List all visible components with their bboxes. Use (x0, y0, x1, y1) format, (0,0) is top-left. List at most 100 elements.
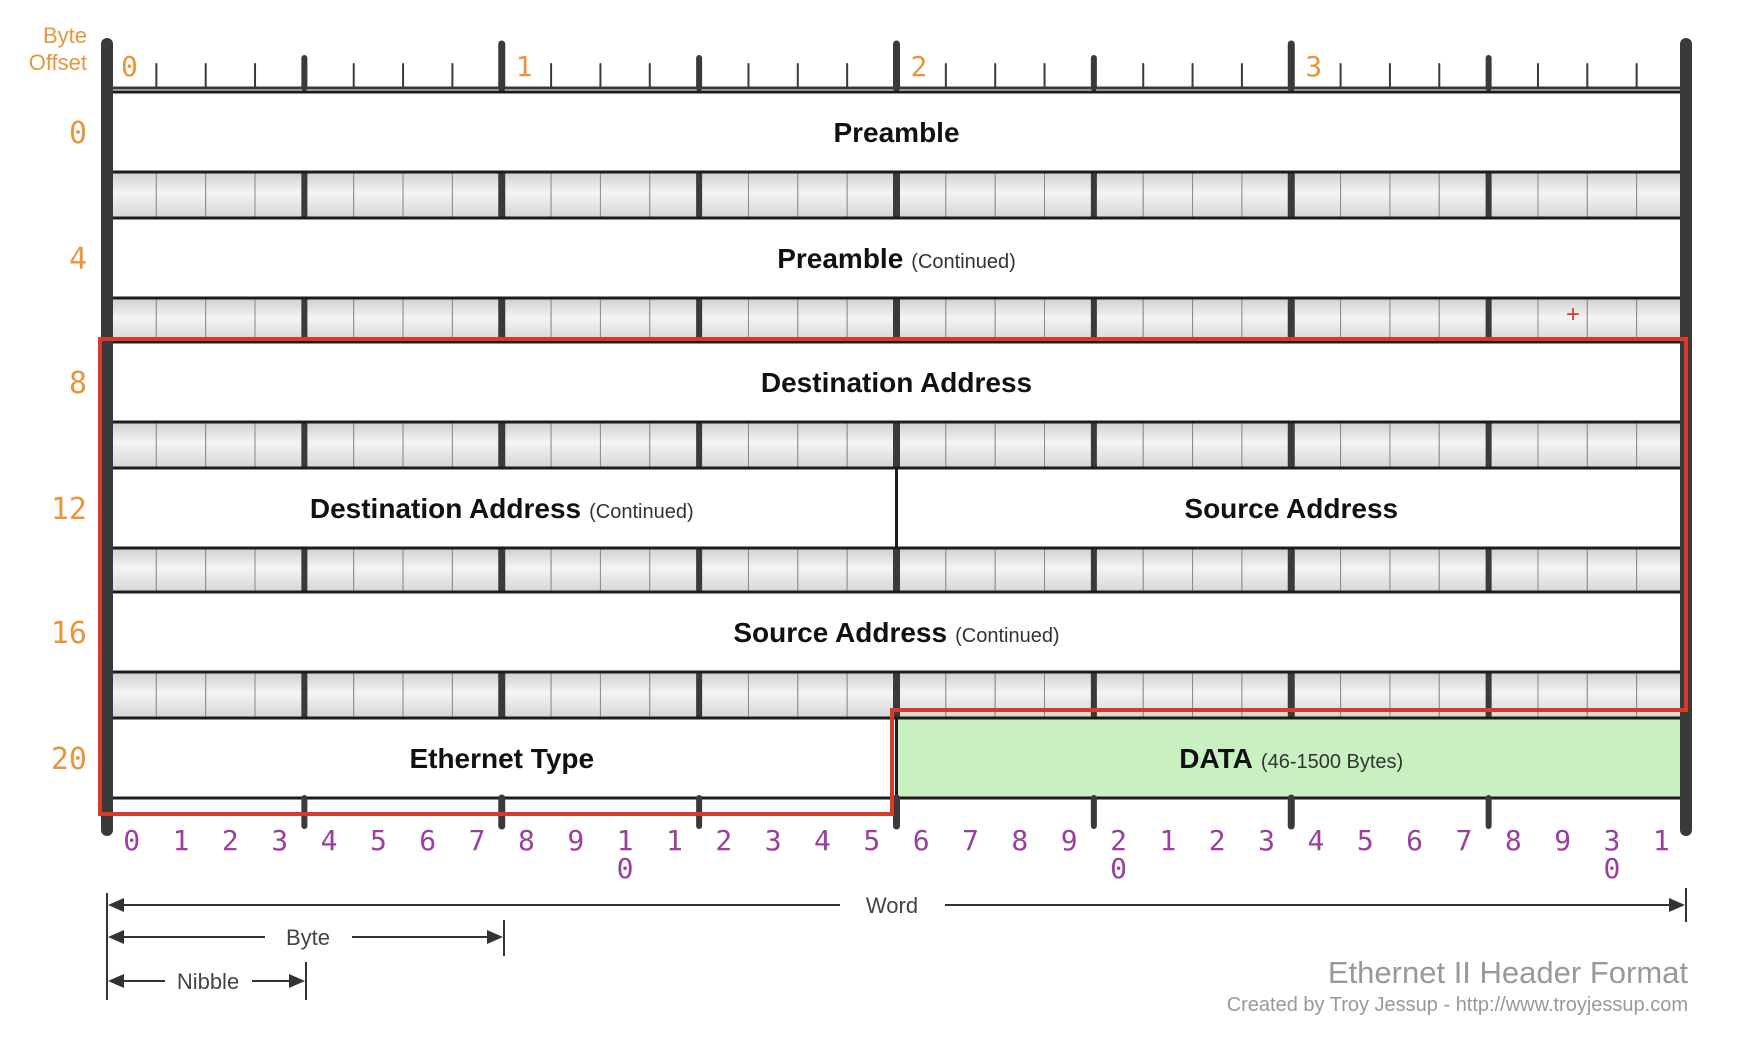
bit-cell (1241, 171, 1292, 219)
bit-cell (254, 421, 305, 469)
bit-number-label: 4 (321, 824, 338, 857)
bit-cell (205, 421, 256, 469)
plus-marker: + (1566, 301, 1580, 328)
bit-cell (599, 171, 651, 219)
bit-cell (1290, 547, 1342, 593)
bit-cell (1093, 547, 1144, 593)
bit-cell (254, 297, 305, 343)
bit-cell (451, 297, 503, 343)
bit-cell (599, 671, 651, 719)
bit-cell (846, 421, 897, 469)
bit-cell (896, 421, 947, 469)
bit-number-label: 1 (1653, 824, 1670, 857)
bit-cell (1044, 171, 1095, 219)
bit-cell (1093, 297, 1144, 343)
legend-word: Word (106, 888, 1687, 1000)
bit-cell (1241, 547, 1292, 593)
bit-number-label: 0 (123, 824, 140, 857)
bit-cell (599, 547, 651, 593)
bit-cell (747, 671, 799, 719)
bit-cell (1142, 297, 1194, 343)
bit-cell (155, 171, 207, 219)
bit-cell (1537, 171, 1588, 219)
bit-number-label: 7 (1456, 824, 1473, 857)
bit-number-label: 1 (617, 824, 634, 857)
bit-number-label: 8 (1011, 824, 1028, 857)
bit-cell (1488, 547, 1539, 593)
bit-cell (1192, 297, 1243, 343)
bit-number-label: 8 (518, 824, 535, 857)
bit-number-label: 3 (1604, 824, 1621, 857)
field-label: Source Address (1184, 493, 1398, 524)
bit-cell (1488, 421, 1539, 469)
bit-cell (1438, 421, 1490, 469)
bit-cell (1488, 297, 1539, 343)
bit-number-label: 0 (1110, 852, 1127, 885)
bit-cell (106, 547, 157, 593)
field-label: Source Address(Continued) (733, 617, 1059, 648)
bit-cell (698, 547, 749, 593)
field-label: Preamble (833, 117, 959, 148)
bit-cell (1636, 547, 1687, 593)
bit-cell (846, 547, 897, 593)
bit-cell (1044, 421, 1095, 469)
bit-cell (649, 171, 700, 219)
bit-number-label: 7 (962, 824, 979, 857)
field-note: (Continued) (911, 251, 1016, 273)
bit-cell (945, 297, 996, 343)
bit-cell (254, 547, 305, 593)
top-byte-label: 1 (516, 50, 533, 83)
bit-cell (649, 671, 700, 719)
bit-cell (945, 421, 996, 469)
bit-cell (1488, 171, 1539, 219)
bit-number-label: 9 (1554, 824, 1571, 857)
bit-cell (896, 171, 947, 219)
bit-cell (1093, 421, 1144, 469)
bit-cell (451, 421, 503, 469)
legend-byte-label: Byte (286, 925, 330, 950)
field-label: Preamble (Continued) (777, 243, 1016, 274)
bit-cell (1142, 171, 1194, 219)
field-name: Preamble (777, 243, 903, 274)
field-label: Destination Address(Continued) (310, 493, 694, 524)
bit-number-label: 8 (1505, 824, 1522, 857)
field-name: Ethernet Type (409, 743, 594, 774)
bit-cell (501, 171, 552, 219)
field-box (105, 90, 1688, 174)
legend-word-label: Word (866, 893, 918, 918)
field-label: DATA(46-1500 Bytes) (1179, 743, 1403, 774)
bit-cell (994, 297, 1046, 343)
field-name: Source Address (1184, 493, 1398, 524)
legend-byte: Byte (108, 920, 505, 956)
bit-number-label: 5 (370, 824, 387, 857)
bit-cell (353, 671, 404, 719)
bit-cell (1636, 297, 1687, 343)
bit-cell (1192, 547, 1243, 593)
bit-cell (353, 297, 404, 343)
bit-cell (1093, 171, 1144, 219)
bit-cell (155, 421, 207, 469)
bit-cell (1340, 421, 1391, 469)
byte-offset-label-line1: Byte (43, 23, 87, 48)
bit-cell (303, 421, 355, 469)
bit-cell (254, 171, 305, 219)
bit-cell (205, 171, 256, 219)
bit-cell (1192, 171, 1243, 219)
bit-number-label: 3 (765, 824, 782, 857)
bit-cell (1290, 171, 1342, 219)
bit-cell (550, 297, 601, 343)
bit-cell (1142, 547, 1194, 593)
bit-cell (747, 297, 799, 343)
bit-cell (945, 547, 996, 593)
bit-cell (1389, 171, 1440, 219)
bit-cell (797, 421, 848, 469)
bit-cell (501, 547, 552, 593)
bit-cell (402, 421, 453, 469)
field-box (105, 716, 898, 800)
bit-number-label: 3 (271, 824, 288, 857)
bit-cell (550, 671, 601, 719)
bit-cell (698, 171, 749, 219)
bit-cell (1340, 171, 1391, 219)
bit-cell (1192, 421, 1243, 469)
